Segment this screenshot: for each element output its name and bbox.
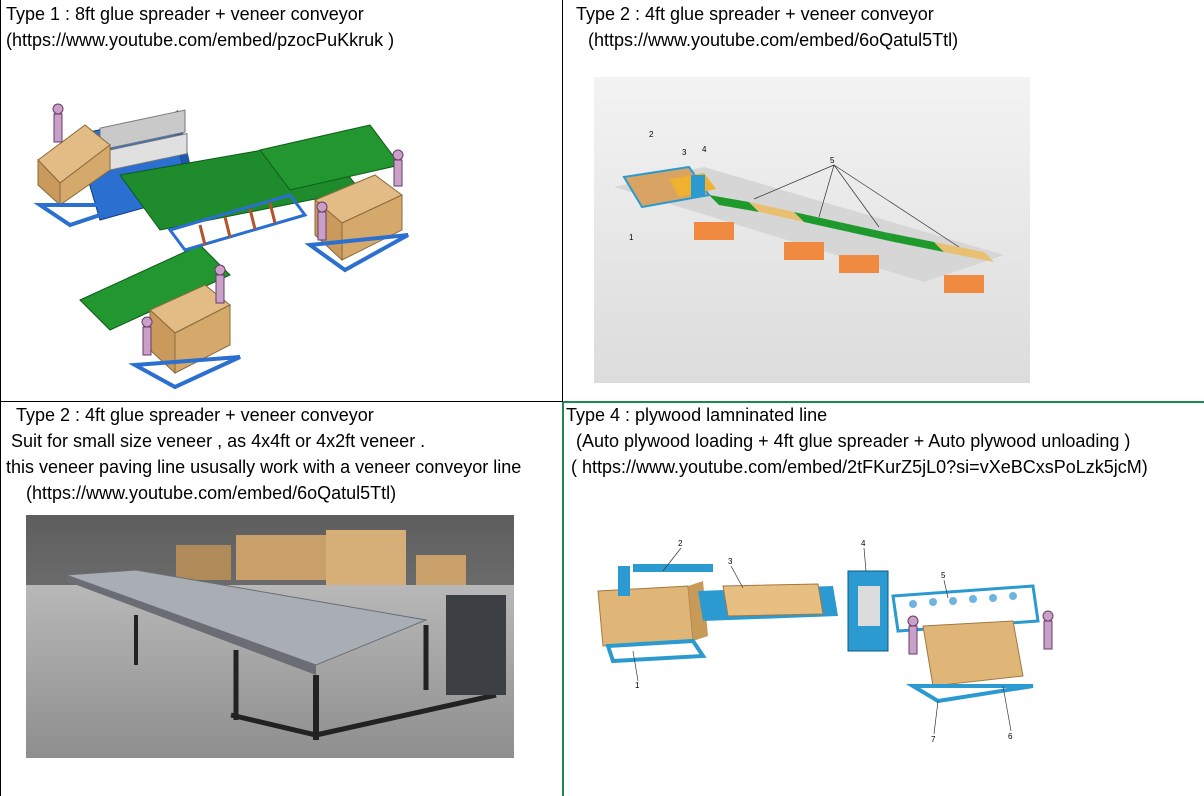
- type4-label-1: 1: [635, 681, 640, 690]
- type1-machine-illustration: [33, 103, 409, 390]
- type4-label-3: 3: [728, 557, 733, 566]
- type1-cell: Type 1 : 8ft glue spreader + veneer conv…: [0, 0, 563, 401]
- type4-title: Type 4 : plywood lamninated line: [566, 405, 828, 425]
- type4-label-4: 4: [861, 539, 866, 548]
- type2b-link[interactable]: (https://www.youtube.com/embed/6oQatul5T…: [26, 483, 397, 503]
- type2a-label-5: 5: [830, 156, 835, 165]
- type2b-factory-photo: [26, 515, 514, 758]
- type4-cell: Type 4 : plywood lamninated line (Auto p…: [563, 401, 1204, 796]
- type4-link[interactable]: ( https://www.youtube.com/embed/2tFKurZ5…: [571, 457, 1148, 477]
- type2b-line2: Suit for small size veneer , as 4x4ft or…: [11, 431, 426, 451]
- type2a-cell: Type 2 : 4ft glue spreader + veneer conv…: [563, 0, 1204, 401]
- grid-middle-divider: [0, 401, 563, 402]
- grid-center-divider-lower: [562, 402, 564, 796]
- type4-line-render: 2 3 4 5 1 6 7: [597, 539, 1054, 744]
- type4-label-5: 5: [941, 571, 946, 580]
- type1-title: Type 1 : 8ft glue spreader + veneer conv…: [6, 4, 364, 24]
- type2b-line3: this veneer paving line ususally work wi…: [6, 457, 522, 477]
- type2a-link[interactable]: (https://www.youtube.com/embed/6oQatul5T…: [588, 30, 959, 50]
- grid-left-border: [0, 0, 1, 796]
- type2a-label-1: 1: [629, 233, 634, 242]
- type4-line2: (Auto plywood loading + 4ft glue spreade…: [576, 431, 1131, 451]
- type2a-label-2: 2: [649, 130, 654, 139]
- type1-link[interactable]: (https://www.youtube.com/embed/pzocPuKkr…: [6, 30, 395, 50]
- type2a-title: Type 2 : 4ft glue spreader + veneer conv…: [576, 4, 934, 24]
- type2a-line-render: 2 3 4 5 1: [594, 77, 1030, 383]
- highlight-top-border: [563, 401, 1204, 403]
- type4-label-2: 2: [678, 539, 683, 548]
- type4-label-6: 6: [1008, 732, 1013, 741]
- type2a-label-3: 3: [682, 148, 687, 157]
- type2b-title: Type 2 : 4ft glue spreader + veneer conv…: [16, 405, 374, 425]
- type2b-cell: Type 2 : 4ft glue spreader + veneer conv…: [0, 401, 563, 796]
- type2a-label-4: 4: [702, 145, 707, 154]
- grid-center-divider: [562, 0, 563, 402]
- type4-label-7: 7: [931, 735, 936, 744]
